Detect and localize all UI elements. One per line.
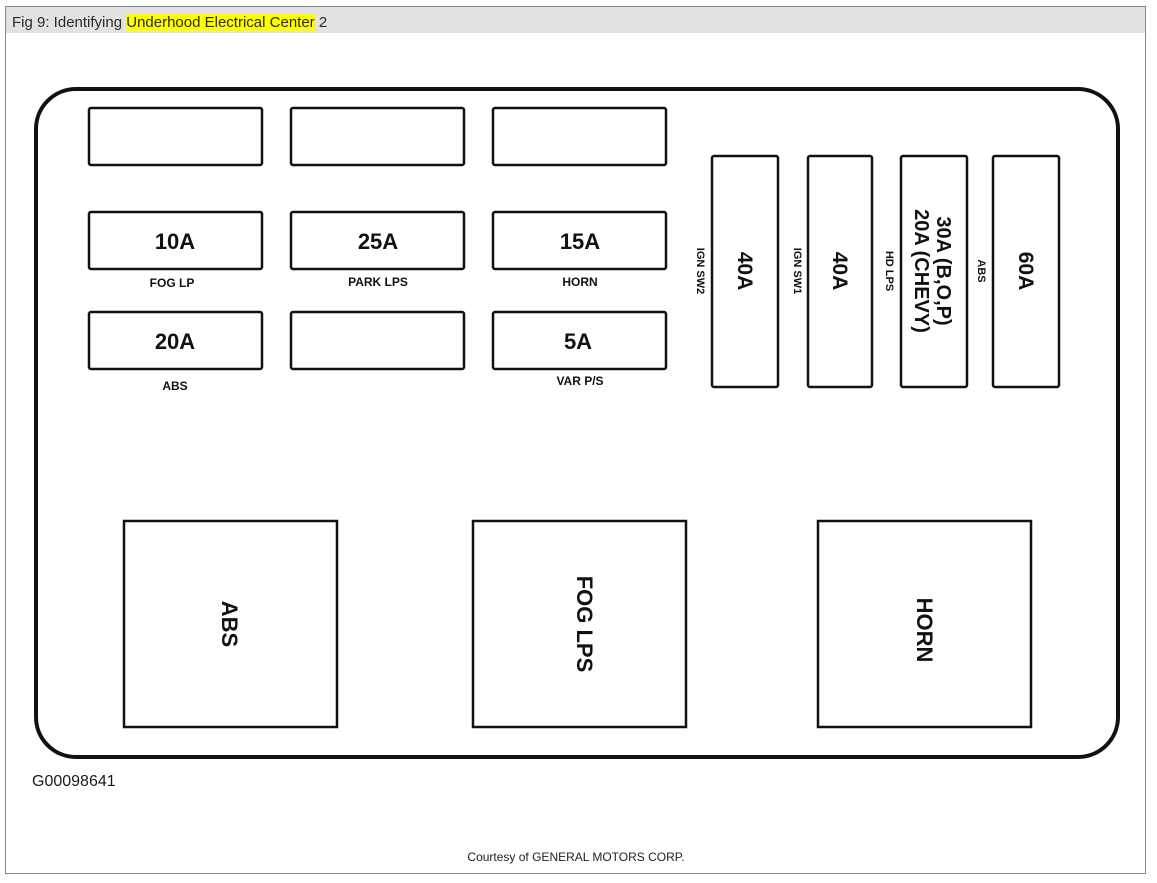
mini-fuse-circuit-label: ABS	[162, 379, 187, 393]
mini-fuse-circuit-label: HORN	[562, 275, 597, 289]
maxi-fuse-rating-line2: 30A (B,O,P)	[932, 216, 954, 325]
maxi-fuse-rating: 60A	[1014, 252, 1037, 291]
mini-fuse-rating: 25A	[358, 229, 398, 254]
mini-fuse-abs	[87, 310, 264, 371]
maxi-fuse-circuit-label: IGN SW2	[694, 248, 706, 294]
mini-fuse-circuit-label: PARK LPS	[348, 275, 408, 289]
maxi-fuse-rating: 40A	[733, 252, 756, 291]
mini-fuse-rating: 20A	[155, 329, 195, 354]
relay-label: HORN	[912, 598, 937, 663]
mini-fuse-slot-r1c3	[491, 106, 668, 167]
mini-fuse-slot-r1c2	[289, 106, 466, 167]
relay-label: FOG LPS	[572, 576, 597, 673]
mini-fuse-horn	[491, 210, 668, 271]
mini-fuse-circuit-label: FOG LP	[150, 276, 195, 290]
relay-label: ABS	[217, 601, 242, 647]
mini-fuse-fog-lp	[87, 210, 264, 271]
maxi-fuse-circuit-label: ABS	[975, 259, 987, 282]
figure-caption: Fig 9: Identifying Underhood Electrical …	[12, 14, 327, 31]
relay-fog-lps	[471, 519, 688, 729]
mini-fuse-park-lps	[289, 210, 466, 271]
maxi-fuse-ign-sw2	[710, 154, 780, 389]
maxi-fuse-abs	[991, 154, 1061, 389]
caption-highlight: Underhood Electrical Center	[126, 14, 315, 31]
fuse-box-outline	[34, 87, 1120, 759]
mini-fuse-rating: 10A	[155, 229, 195, 254]
maxi-fuse-rating-line1: 20A (CHEVY)	[910, 209, 932, 333]
maxi-fuse-circuit-label: IGN SW1	[791, 248, 803, 294]
mini-fuse-slot-r1c1	[87, 106, 264, 167]
mini-fuse-rating: 15A	[560, 229, 600, 254]
maxi-fuse-ign-sw1	[806, 154, 874, 389]
mini-fuse-slot-r3c2	[289, 310, 466, 371]
figure-frame	[5, 6, 1146, 874]
figure-id: G00098641	[32, 773, 116, 790]
relay-horn	[816, 519, 1033, 729]
maxi-fuse-hd-lps	[899, 154, 969, 389]
mini-fuse-var-ps	[491, 310, 668, 371]
maxi-fuse-circuit-label: HD LPS	[883, 251, 895, 291]
maxi-fuse-rating: 40A	[828, 252, 851, 291]
mini-fuse-rating: 5A	[564, 329, 592, 354]
credit-line: Courtesy of GENERAL MOTORS CORP.	[467, 850, 685, 864]
caption-suffix: 2	[314, 14, 328, 31]
mini-fuse-circuit-label: VAR P/S	[556, 374, 603, 388]
caption-prefix: Fig 9: Identifying	[12, 14, 127, 31]
relay-abs	[122, 519, 339, 729]
